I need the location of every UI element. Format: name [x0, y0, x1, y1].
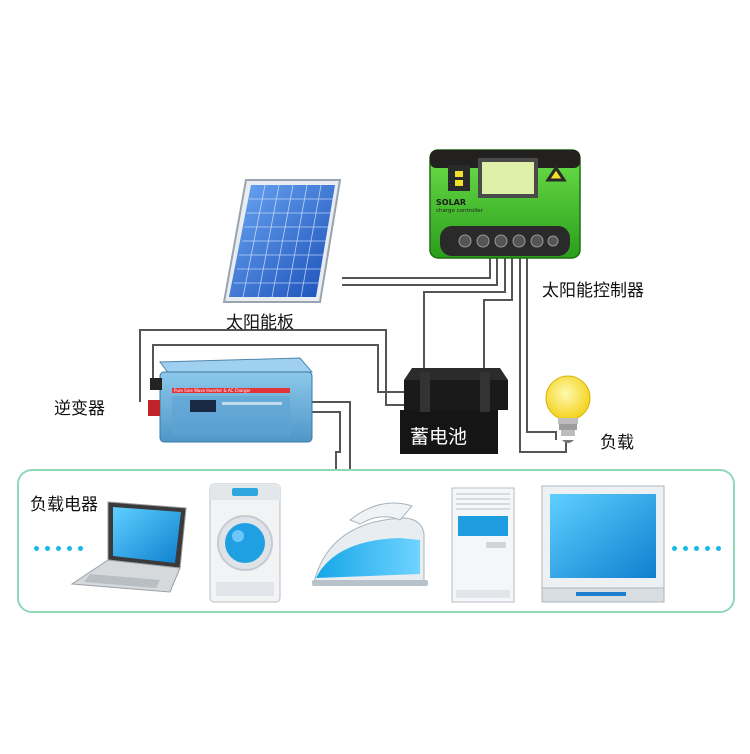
washing-machine-icon — [209, 483, 281, 603]
controller-button-3 — [494, 234, 508, 248]
wire-inverter-appliances-2 — [305, 411, 341, 470]
dots-left — [34, 546, 83, 551]
wire-controller-load-1 — [519, 258, 567, 453]
inverter — [148, 357, 314, 443]
wire-controller-panel-1 — [342, 258, 491, 279]
wire-controller-panel-2 — [342, 258, 498, 286]
controller-brand: SOLAR — [436, 198, 467, 207]
label-inverter: 逆变器 — [54, 399, 105, 419]
label-controller: 太阳能控制器 — [542, 281, 644, 301]
light-bulb-icon — [545, 375, 591, 443]
wire-inverter-battery-1 — [152, 344, 406, 393]
warning-triangle-icon — [545, 165, 567, 182]
dots-right — [672, 546, 721, 551]
inverter-caption: Pure Sine Wave Inverter & AC Charger — [174, 388, 251, 393]
wiring — [139, 258, 567, 470]
inverter-display — [190, 400, 216, 412]
controller-button-1 — [458, 234, 472, 248]
wire-controller-battery-2 — [483, 258, 513, 370]
label-load: 负载 — [600, 433, 634, 453]
label-appliances: 负载电器 — [30, 495, 98, 515]
controller-button-5 — [530, 234, 544, 248]
wire-inverter-appliances-1 — [305, 401, 351, 470]
air-conditioner-icon — [451, 487, 515, 603]
wire-controller-battery-1 — [423, 258, 506, 370]
wire-inverter-battery-2 — [139, 329, 406, 406]
charge-controller — [429, 149, 581, 259]
iron-icon — [312, 502, 428, 586]
laptop-icon — [70, 501, 187, 593]
tv-icon — [541, 485, 665, 603]
wire-controller-load-2 — [526, 258, 557, 440]
battery — [400, 368, 508, 454]
controller-button-4 — [512, 234, 526, 248]
controller-subtitle: charge controller — [436, 208, 483, 214]
controller-button-2 — [476, 234, 490, 248]
controller-left-icon — [455, 171, 463, 177]
label-solar-panel: 太阳能板 — [226, 313, 294, 333]
controller-button-6 — [547, 235, 559, 247]
label-battery: 蓄电池 — [410, 426, 468, 448]
solar-panel — [222, 179, 342, 303]
